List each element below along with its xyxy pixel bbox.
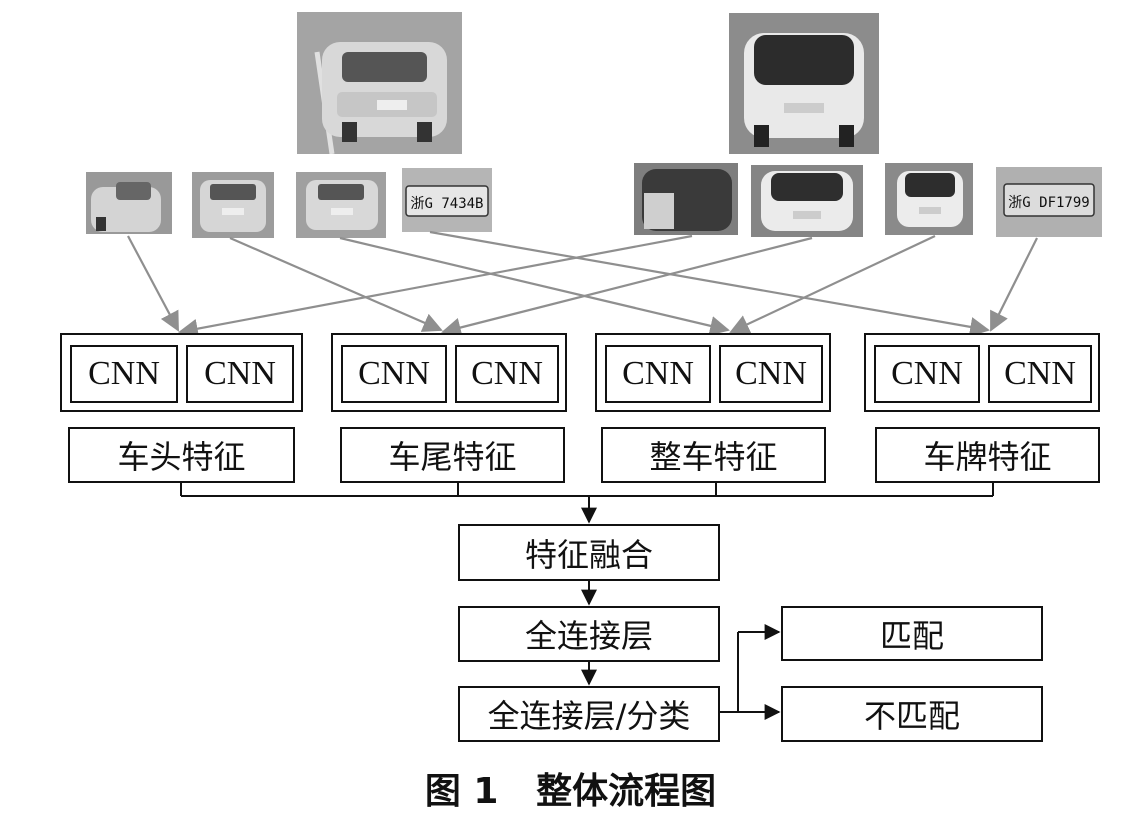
arrow-car2-whole bbox=[729, 235, 936, 334]
car2-plate-crop-photo: 浙G DF1799 bbox=[996, 167, 1102, 237]
feature-box-head: 车头特征 bbox=[68, 427, 295, 483]
arrow-car1-rear bbox=[229, 236, 443, 332]
no-match-box: 不匹配 bbox=[781, 686, 1043, 742]
fc-layer-box: 全连接层 bbox=[458, 606, 720, 662]
cnn-box-right: CNN bbox=[988, 345, 1092, 403]
car1-overview-photo bbox=[297, 12, 462, 154]
caption-figure-number: 图 1 bbox=[424, 771, 499, 812]
feature-box-plate: 车牌特征 bbox=[875, 427, 1100, 483]
arrow-car1-front bbox=[127, 235, 179, 332]
cnn-box-right: CNN bbox=[455, 345, 559, 403]
match-box: 匹配 bbox=[781, 606, 1043, 661]
cnn-group-plate: CNN CNN bbox=[864, 333, 1100, 412]
arrow-car1-plate bbox=[429, 230, 990, 337]
car2-plate-text: 浙G DF1799 bbox=[1008, 195, 1089, 211]
fusion-box: 特征融合 bbox=[458, 524, 720, 581]
fc-classify-box: 全连接层/分类 bbox=[458, 686, 720, 742]
car1-rear-crop-photo bbox=[192, 172, 274, 238]
arrow-car1-whole bbox=[339, 236, 730, 336]
caption-title: 整体流程图 bbox=[536, 771, 717, 812]
feature-box-rear: 车尾特征 bbox=[340, 427, 565, 483]
cnn-box-left: CNN bbox=[874, 345, 980, 403]
cnn-box-left: CNN bbox=[70, 345, 178, 403]
car2-whole-crop-photo bbox=[885, 163, 973, 235]
cnn-box-left: CNN bbox=[341, 345, 447, 403]
car2-front-crop-photo bbox=[634, 163, 738, 235]
car2-rear-crop-photo bbox=[751, 165, 863, 237]
cnn-box-right: CNN bbox=[719, 345, 823, 403]
car1-front-crop-photo bbox=[86, 172, 172, 234]
cnn-group-rear: CNN CNN bbox=[331, 333, 567, 412]
arrow-car2-front bbox=[178, 234, 693, 339]
cnn-group-head: CNN CNN bbox=[60, 333, 303, 412]
car2-overview-photo bbox=[729, 13, 879, 154]
cnn-box-left: CNN bbox=[605, 345, 711, 403]
arrow-car2-rear bbox=[441, 236, 813, 338]
car1-plate-text: 浙G 7434B bbox=[410, 196, 483, 212]
feature-box-whole: 整车特征 bbox=[601, 427, 826, 483]
car1-plate-crop-photo: 浙G 7434B bbox=[402, 168, 492, 232]
arrow-car2-plate bbox=[990, 237, 1038, 332]
cnn-box-right: CNN bbox=[186, 345, 294, 403]
cnn-group-whole: CNN CNN bbox=[595, 333, 831, 412]
figure-caption: 图 1 整体流程图 bbox=[0, 762, 1141, 814]
car1-whole-crop-photo bbox=[296, 172, 386, 238]
